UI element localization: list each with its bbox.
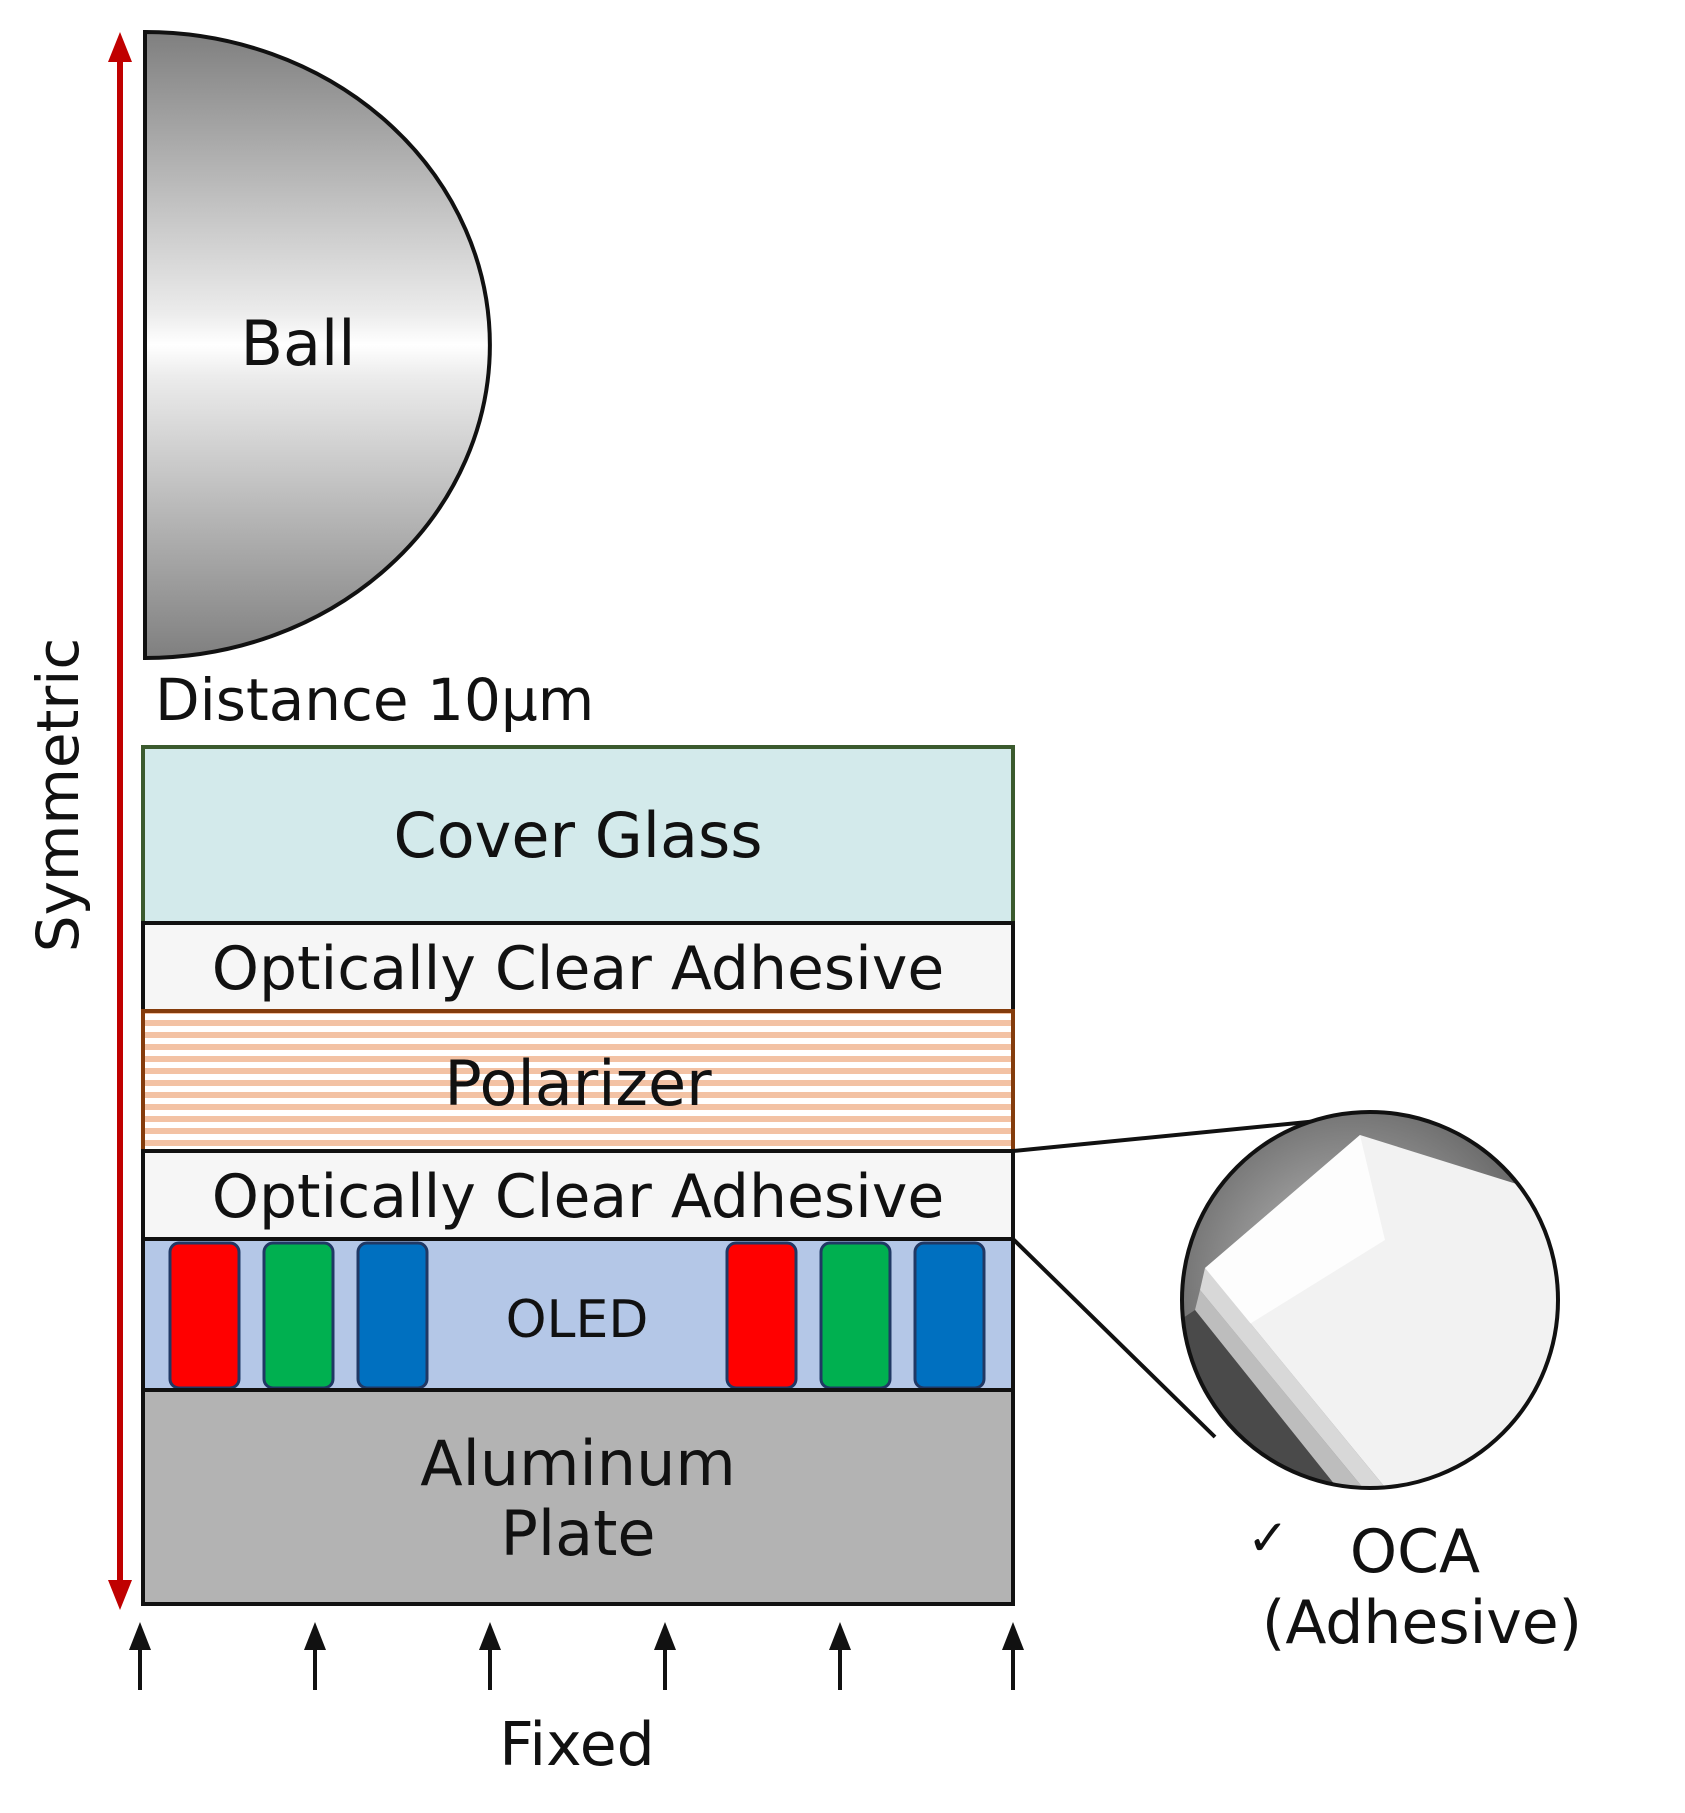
polarizer-label: Polarizer [444,1047,712,1120]
fixed-label: Fixed [499,1710,654,1780]
red-pixel [725,1241,798,1390]
oca-bottom-layer [141,1149,1015,1241]
ball-label: Ball [241,307,356,380]
up-arrow-icon [829,1622,851,1690]
symmetric-label: Symmetric [24,638,92,952]
aluminum-label-line1: Aluminum [420,1427,736,1500]
ball [143,29,492,661]
green-pixel [819,1241,892,1390]
oca-inset-image [1180,1110,1560,1490]
zoom-connector [1011,1119,1319,1439]
up-arrow-icon [129,1622,151,1690]
up-arrow-icon [1002,1622,1024,1690]
cover-glass-layer [141,745,1015,925]
aluminum-label-line2: Plate [500,1497,655,1570]
check-icon: ✓ [1247,1509,1289,1567]
inset-label-line1: OCA [1350,1517,1480,1587]
oca-bottom-label: Optically Clear Adhesive [212,1162,945,1232]
oled-label: OLED [506,1290,649,1350]
green-pixel [262,1241,335,1390]
inset-label-line2: (Adhesive) [1262,1588,1582,1658]
oca-top-layer [141,921,1015,1013]
fixed-arrows [129,1622,1024,1690]
red-pixel [168,1241,241,1390]
oled-pixels [168,1241,986,1390]
up-arrow-icon [654,1622,676,1690]
distance-label: Distance 10μm [155,666,594,734]
aluminum-plate-layer [141,1388,1015,1606]
blue-pixel [356,1241,429,1390]
oca-top-label: Optically Clear Adhesive [212,934,945,1004]
up-arrow-icon [304,1622,326,1690]
cover-glass-label: Cover Glass [393,799,762,872]
symmetric-arrow [108,32,132,1610]
up-arrow-icon [479,1622,501,1690]
blue-pixel [913,1241,986,1390]
